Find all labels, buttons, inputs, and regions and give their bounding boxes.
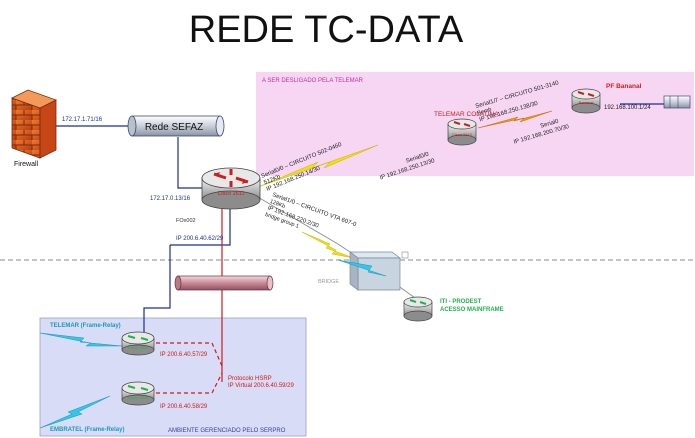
serpro-router-1-ip: IP 200.6.40.57/29 [160, 352, 208, 358]
colatina-router-icon [447, 118, 477, 146]
cisco-2611-lan-ip: 172.17.0.13/16 [150, 196, 191, 202]
bridge-label: BRIDGE [318, 279, 339, 285]
bananal-title: PF Bananal [606, 83, 642, 90]
firewall-label: Firewall [14, 161, 39, 168]
prodest-line1: ITI - PRODEST [440, 299, 482, 305]
rede-sefaz-label: Rede SEFAZ [145, 122, 203, 133]
cisco-2611-router-icon [201, 167, 261, 210]
hsrp-line1: Protocolo HSRP [228, 376, 272, 382]
firewall-icon [10, 89, 58, 159]
lightning-vta [301, 231, 355, 259]
lightning-colatina-bananal [477, 110, 553, 129]
colatina-bananal-line2: Bemb [477, 107, 492, 117]
vta-link-labels: Serial1/0 – CIRCUITO VTA 607-0 128Kb IP … [264, 192, 357, 230]
hsrp-line2: IP Virtual 200.6.40.59/29 [228, 383, 294, 389]
lightning-embratel-fr [39, 395, 111, 429]
serpro-router-1-label: Cisco 1601 [128, 345, 149, 350]
serpro-router-2-icon [121, 381, 155, 406]
bananal-serial-line1: Serial0 [540, 119, 560, 130]
embratel-fr-label: EMBRATEL (Frame-Relay) [50, 427, 124, 433]
telemar-fr-label: TELEMAR (Frame-Relay) [50, 323, 121, 329]
bananal-lan-segment [663, 95, 691, 109]
lightning-sefaz-colatina [257, 144, 379, 188]
serpro-router-1-icon [121, 331, 155, 356]
link-hsrp-r2 [156, 372, 223, 394]
link-wan-serpro [143, 245, 171, 335]
serpro-wan-segment [174, 275, 274, 291]
firewall-ip: 172.17.1.71/16 [62, 117, 103, 123]
serpro-router-2-ip: IP 200.6.40.58/29 [160, 404, 208, 410]
link-cisco2611-wan [170, 208, 231, 246]
cisco-2611-port: FOx002 [176, 218, 196, 224]
prodest-line2: ACESSO MAINFRAME [440, 307, 504, 313]
cisco-2611-wan-ip: IP 200.6.40.62/29 [176, 236, 224, 242]
page-title: REDE TC-DATA [189, 9, 464, 51]
colatina-label: Cisco 2610 [452, 132, 473, 137]
serpro-router-2-label: Cisco 1601 [128, 395, 149, 400]
link-sefaz-cisco2611 [177, 137, 212, 189]
bananal-label: Bananal [579, 100, 594, 105]
bridge-device-icon [337, 251, 409, 291]
colatina-title: TELEMAR COLATINA [434, 111, 499, 118]
rede-sefaz-segment [127, 115, 225, 137]
vta-line2: 128Kb [269, 199, 286, 210]
bananal-lan-ip: 192.168.100.1/24 [604, 105, 651, 111]
cisco-2611-label: Cisco 2611 [217, 191, 244, 197]
link-hsrp-r1 [156, 342, 223, 367]
serpro-zone-label: AMBIENTE GERENCIADO PELO SERPRO [168, 428, 286, 434]
bananal-router-icon [571, 88, 601, 114]
serpro-zone [39, 317, 307, 437]
prodest-router-icon [403, 296, 433, 322]
telemar-zone-label: A SER DESLIGADO PELA TELEMAR [262, 78, 364, 84]
red-links [156, 208, 223, 394]
